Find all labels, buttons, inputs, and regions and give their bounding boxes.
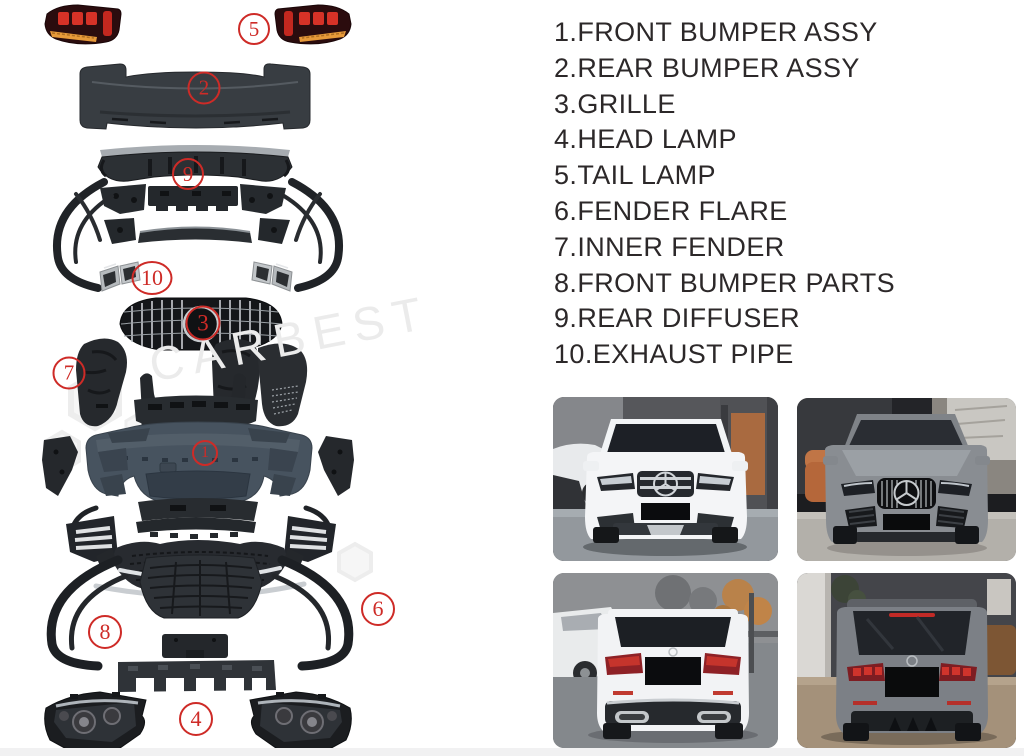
parts-list: 1.FRONT BUMPER ASSY 2.REAR BUMPER ASSY 3…: [554, 15, 895, 373]
callout-rear-diffuser: 9: [172, 158, 204, 190]
bumper-bracket-center-part: [148, 186, 238, 211]
car-front-amg-grey: [823, 414, 990, 544]
parts-list-item-4: 4.HEAD LAMP: [554, 124, 737, 155]
car-front-white: [583, 419, 748, 543]
fender-flare-left-part: [46, 555, 129, 671]
photo-front-view-original-white: [553, 397, 778, 561]
corner-stay-left-part: [42, 436, 78, 496]
license-plate-bracket-part: [162, 634, 228, 658]
callout-head-lamp: 4: [179, 702, 213, 736]
photo-front-amg-illustration: [797, 398, 1016, 561]
parts-list-item-2: 2.REAR BUMPER ASSY: [554, 52, 860, 83]
photo-rear-view-amg-grey: [797, 573, 1016, 748]
callout-tail-lamp: 5: [238, 13, 270, 45]
car-rear-amg-grey: [836, 599, 988, 741]
bottom-strip: [0, 748, 1024, 756]
parts-list-item-5: 5.TAIL LAMP: [554, 160, 716, 191]
lower-support-part: [138, 498, 258, 521]
callout-front-bumper-parts: 8: [88, 615, 122, 649]
parts-list-item-1: 1.FRONT BUMPER ASSY: [554, 17, 878, 47]
photo-front-view-amg-grey: [797, 398, 1016, 561]
car-rear-white: [597, 609, 749, 739]
side-arch-trim-left-part: [53, 178, 114, 292]
callout-exhaust-pipe: 10: [131, 261, 173, 295]
callout-grille: 3: [185, 305, 221, 341]
parts-list-item-7: 7.INNER FENDER: [554, 231, 785, 262]
parts-list-item-10: 10.EXHAUST PIPE: [554, 339, 794, 370]
bumper-absorber-part: [118, 660, 276, 692]
parts-list-item-8: 8.FRONT BUMPER PARTS: [554, 267, 896, 298]
diagram-svg: [42, 4, 373, 755]
center-trim-part: [136, 517, 256, 539]
callout-fender-flare: 6: [361, 592, 395, 626]
callout-inner-fender: 7: [52, 356, 86, 390]
lower-lip-trim-part: [138, 226, 252, 243]
bumper-bracket-left-part: [100, 184, 146, 214]
skid-tray-part: [139, 554, 263, 619]
tail-lamp-left-part: [44, 4, 122, 45]
photo-rear-original-illustration: [553, 573, 778, 748]
parts-list-item-6: 6.FENDER FLARE: [554, 195, 788, 226]
callout-rear-bumper-assy: 2: [187, 71, 221, 105]
parts-list-item-3: 3.GRILLE: [554, 88, 676, 119]
parts-list-item-9: 9.REAR DIFFUSER: [554, 303, 801, 334]
photo-rear-view-original-white: [553, 573, 778, 748]
intake-vent-left-part: [66, 505, 118, 562]
bumper-reinforcement-part: [134, 395, 258, 427]
photo-front-original-illustration: [553, 397, 778, 561]
inner-fender-left-part: [76, 338, 127, 427]
bumper-bracket-small-left-part: [104, 218, 136, 244]
photo-rear-amg-illustration: [797, 573, 1016, 748]
head-lamp-left-part: [44, 691, 147, 754]
callout-front-bumper-assy: 1: [192, 440, 218, 466]
